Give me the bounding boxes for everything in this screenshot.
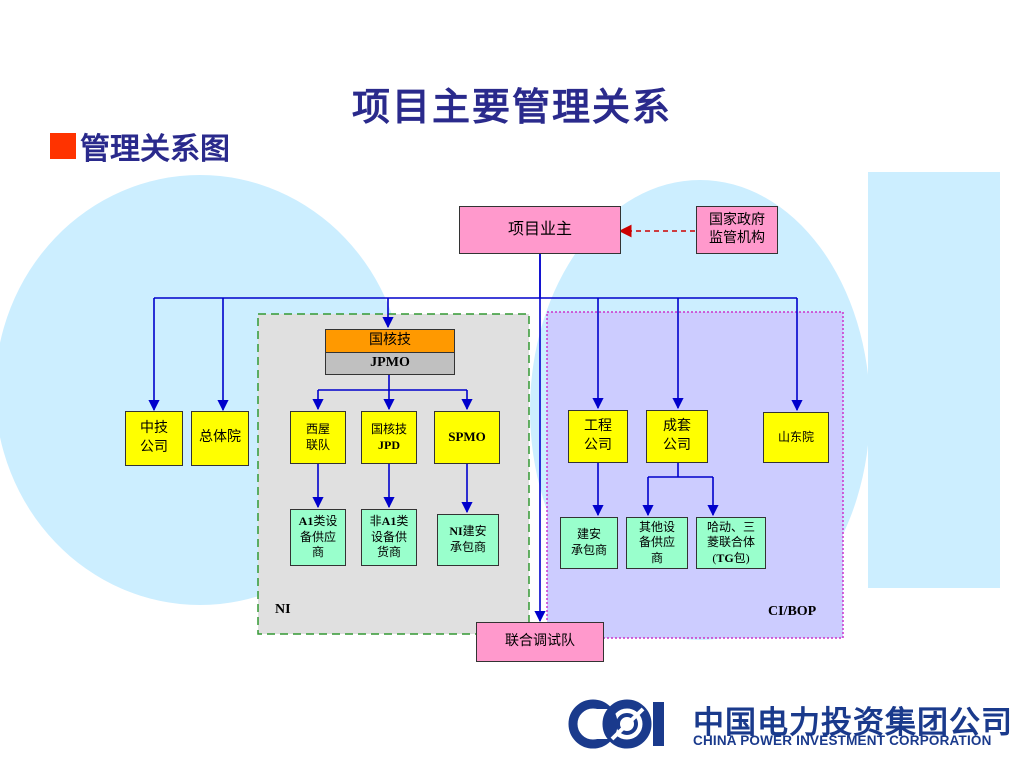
commissioning-label: 联合调试队	[505, 633, 575, 649]
gov-label-line1: 国家政府	[709, 212, 765, 228]
bullet-square-icon	[50, 133, 76, 159]
hadong-line1: 哈动、三	[706, 519, 755, 534]
other-supplier-box: 其他设 备供应 商	[626, 517, 688, 569]
section-heading: 管理关系图	[50, 124, 230, 168]
guoheji-top-box: 国核技	[325, 329, 455, 353]
other-line2: 备供应	[638, 535, 675, 550]
jpd-line2: JPD	[378, 437, 400, 452]
section-heading-text: 管理关系图	[80, 132, 230, 167]
ni-con-part1: NI	[449, 524, 463, 539]
gov-label-line2: 监管机构	[709, 231, 765, 246]
hadong-line2: 菱联合体	[706, 535, 755, 550]
ni-con-line1: NI建安	[449, 524, 486, 540]
hadong-part3: 包)	[733, 550, 750, 565]
jpmo-box: JPMO	[325, 352, 455, 375]
gongcheng-box: 工程 公司	[568, 410, 628, 463]
owner-label: 项目业主	[507, 220, 572, 238]
a1-part1: A1	[298, 514, 314, 529]
hadong-consortium-box: 哈动、三 菱联合体 (TG包)	[696, 517, 766, 569]
nona1-part2: A1	[381, 514, 397, 529]
a1-line1: A1类设	[299, 514, 338, 530]
company-name-cn: 中国电力投资集团公司	[693, 705, 1013, 741]
jpd-box: 国核技 JPD	[361, 411, 417, 464]
ci-bop-region	[546, 311, 844, 639]
xiwu-box: 西屋 联队	[290, 411, 346, 464]
jianan-line1: 建安	[576, 527, 601, 542]
gongcheng-line2: 公司	[584, 437, 612, 453]
jianan-line2: 承包商	[570, 543, 607, 557]
guoheji-top-label: 国核技	[369, 332, 411, 348]
chengtao-line2: 公司	[663, 437, 691, 453]
hadong-part2: TG	[716, 550, 734, 565]
spmo-box: SPMO	[434, 411, 500, 464]
xiwu-line2: 联队	[305, 437, 330, 452]
nona1-line3: 货商	[376, 545, 401, 560]
nona1-line2: 设备供	[370, 529, 407, 544]
commissioning-team-box: 联合调试队	[476, 622, 604, 662]
zongtiyuan-label: 总体院	[199, 430, 241, 446]
company-name-en: CHINA POWER INVESTMENT CORPORATION	[693, 733, 992, 748]
nona1-line1: 非A1类	[370, 514, 409, 530]
jpd-line1: 国核技	[370, 421, 407, 436]
jianan-contractor-box: 建安 承包商	[560, 517, 618, 569]
a1-line2: 备供应	[299, 529, 336, 544]
shandong-box: 山东院	[763, 412, 829, 463]
owner-box: 项目业主	[459, 206, 621, 254]
non-a1-supplier-box: 非A1类 设备供 货商	[361, 509, 417, 566]
ci-bop-region-label: CI/BOP	[768, 604, 817, 619]
zhongji-box: 中技 公司	[125, 411, 183, 466]
shandong-label: 山东院	[777, 429, 814, 444]
chengtao-line1: 成套	[663, 419, 691, 435]
other-line1: 其他设	[638, 519, 675, 534]
ni-con-part2: 建安	[462, 524, 487, 539]
cpi-logo-icon	[568, 699, 664, 749]
ni-con-line2: 承包商	[449, 540, 486, 554]
hadong-part1: (	[712, 550, 717, 565]
chengtao-box: 成套 公司	[646, 410, 708, 463]
a1-line3: 商	[311, 545, 324, 560]
page-title: 项目主要管理关系	[351, 85, 672, 129]
gov-regulator-box: 国家政府 监管机构	[696, 206, 778, 254]
zhongji-line1: 中技	[140, 421, 168, 437]
nona1-part1: 非	[369, 514, 382, 529]
ni-region-label: NI	[275, 602, 291, 617]
spmo-label: SPMO	[448, 429, 486, 445]
a1-supplier-box: A1类设 备供应 商	[290, 509, 346, 566]
gongcheng-line1: 工程	[584, 419, 612, 435]
zhongji-line2: 公司	[140, 439, 168, 455]
zongtiyuan-box: 总体院	[191, 411, 249, 466]
nona1-part3: 类	[396, 514, 409, 529]
jpmo-label: JPMO	[370, 355, 410, 371]
xiwu-line1: 西屋	[305, 421, 330, 436]
ni-contractor-box: NI建安 承包商	[437, 514, 499, 566]
other-line3: 商	[650, 550, 663, 565]
a1-part2: 类设	[313, 514, 338, 529]
hadong-line3: (TG包)	[712, 551, 749, 567]
